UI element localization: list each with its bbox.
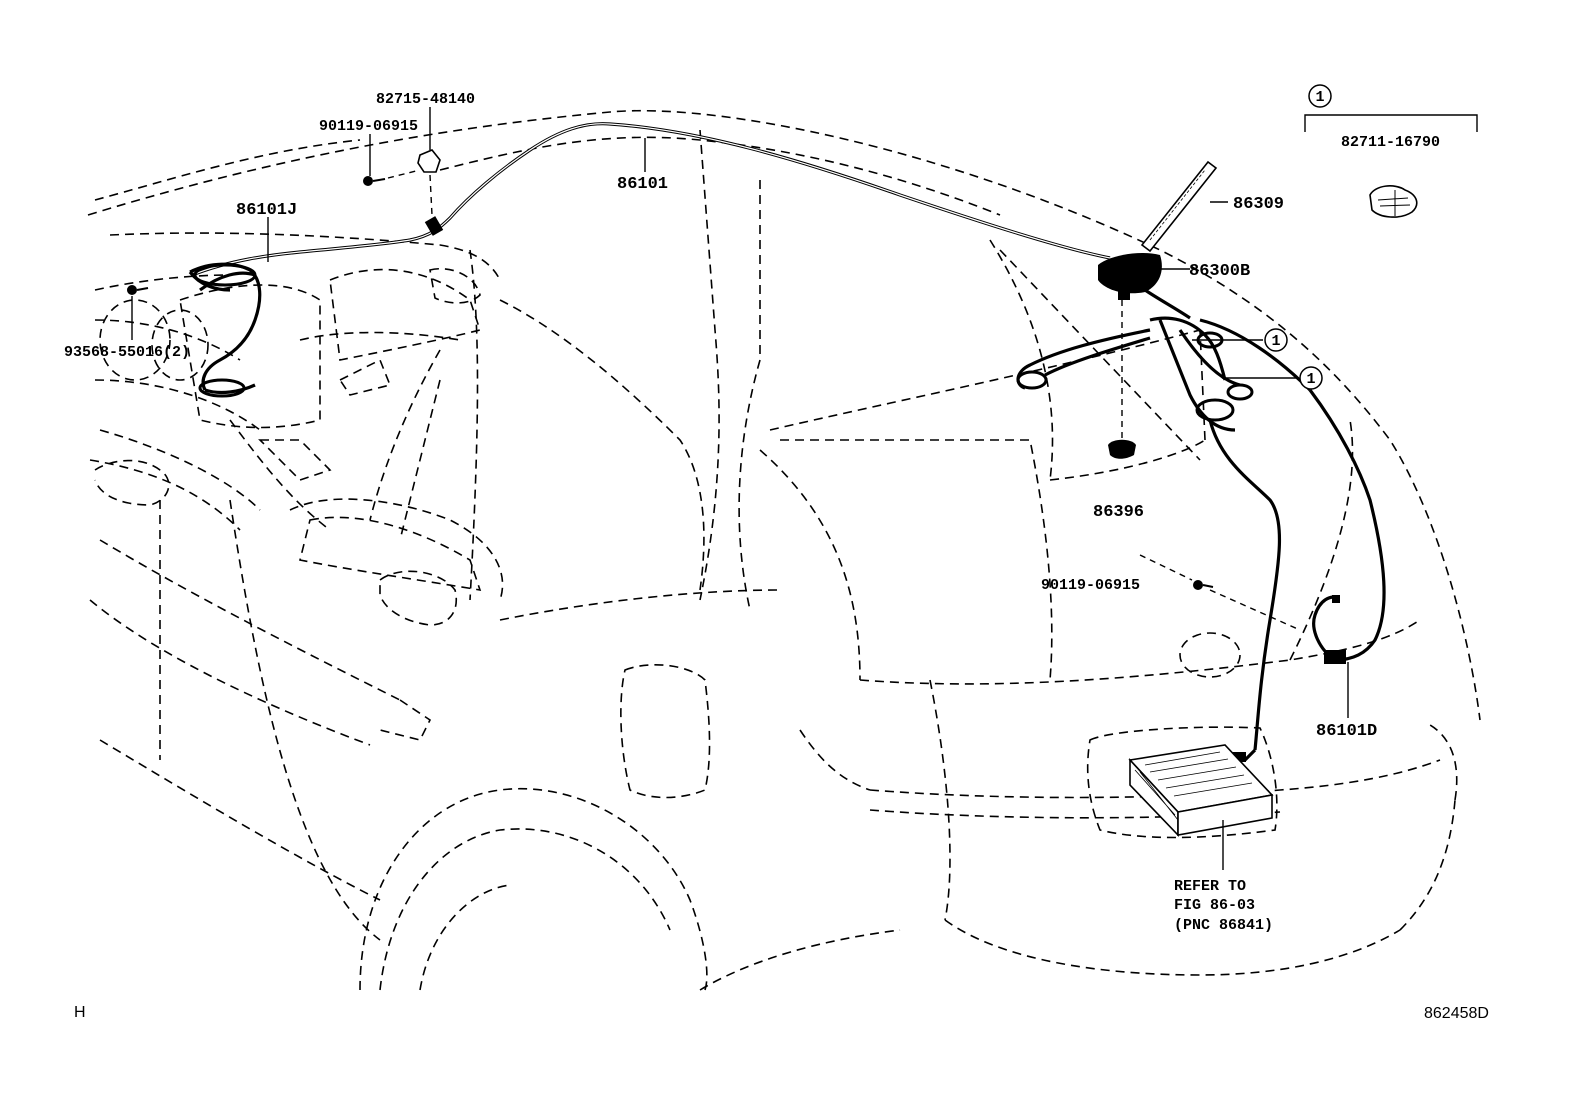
callout-number-inset: 1 bbox=[1315, 89, 1324, 106]
antenna-base-86300B bbox=[1098, 253, 1191, 320]
refer-line-3: (PNC 86841) bbox=[1174, 917, 1273, 934]
callout-number-a: 1 bbox=[1271, 333, 1280, 350]
refer-line-1: REFER TO bbox=[1174, 878, 1246, 895]
pad-86396 bbox=[1108, 300, 1136, 459]
label-86101J: 86101J bbox=[236, 201, 297, 220]
callout-circle-a: 1 bbox=[1264, 328, 1288, 352]
rear-harness bbox=[1016, 316, 1386, 762]
figure-id: 862458D bbox=[1424, 1005, 1489, 1022]
callout-circle-b: 1 bbox=[1299, 366, 1323, 390]
clip-82711-16790 bbox=[1369, 185, 1418, 218]
callout-circle-inset: 1 bbox=[1308, 84, 1332, 108]
label-82711-16790: 82711-16790 bbox=[1341, 134, 1440, 151]
label-86101D: 86101D bbox=[1316, 722, 1377, 741]
bolt-90119-06915-top bbox=[363, 169, 421, 186]
antenna-pole-86309 bbox=[1140, 160, 1218, 253]
refer-note: REFER TO FIG 86-03 (PNC 86841) bbox=[1174, 878, 1273, 934]
label-90119-06915-mid: 90119-06915 bbox=[1041, 577, 1140, 594]
bolt-90119-06915-mid bbox=[1139, 554, 1301, 631]
callout-number-b: 1 bbox=[1306, 371, 1315, 388]
antenna-cord-86101 bbox=[191, 122, 1111, 277]
label-86396: 86396 bbox=[1093, 503, 1144, 522]
antenna-cord-86101J bbox=[188, 262, 262, 398]
label-86101: 86101 bbox=[617, 175, 668, 194]
tuner-box bbox=[1128, 744, 1274, 837]
vehicle-outline bbox=[87, 109, 1481, 991]
label-90119-06915-top: 90119-06915 bbox=[319, 118, 418, 135]
leader-lines bbox=[131, 107, 1478, 870]
clip-93568-55016 bbox=[127, 285, 149, 295]
label-82715-48140: 82715-48140 bbox=[376, 91, 475, 108]
label-86300B: 86300B bbox=[1189, 262, 1250, 281]
corner-left-mark: H bbox=[74, 1004, 86, 1021]
part-labels: 82715-48140 90119-06915 86101 86101J 935… bbox=[64, 91, 1440, 741]
label-93568-55016: 93568-55016(2) bbox=[64, 344, 190, 361]
bracket-82715-48140 bbox=[417, 149, 441, 216]
label-86309: 86309 bbox=[1233, 195, 1284, 214]
refer-line-2: FIG 86-03 bbox=[1174, 897, 1255, 914]
callout-markers: 1 1 1 bbox=[1264, 84, 1332, 390]
